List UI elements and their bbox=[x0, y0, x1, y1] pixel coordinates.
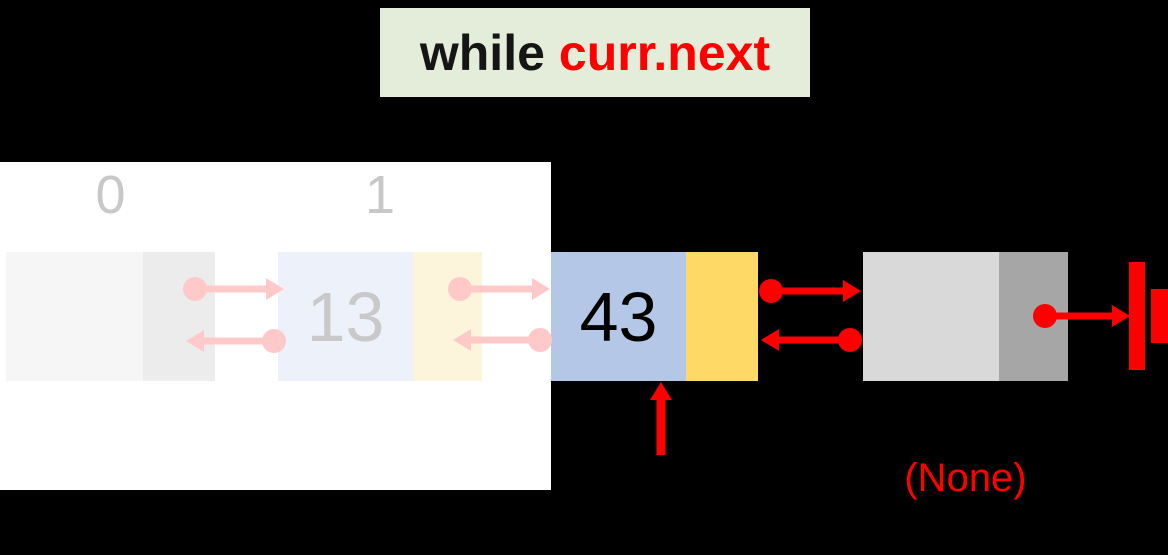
node-0-value-cell bbox=[6, 252, 143, 381]
title-expression: curr.next bbox=[558, 24, 771, 81]
node-2-pointer-cell bbox=[686, 252, 758, 381]
node-2-value-cell: 43 bbox=[551, 252, 686, 381]
node-1-value: 13 bbox=[306, 277, 385, 356]
arrowhead-up-icon bbox=[650, 382, 672, 400]
arrow-next-prev bbox=[761, 328, 862, 352]
arrow-curr-next bbox=[759, 279, 861, 303]
title-keyword: while bbox=[419, 24, 545, 81]
node-1-pointer-cell bbox=[413, 252, 482, 381]
pointer-origin-dot bbox=[838, 328, 862, 352]
arrowhead-right-icon bbox=[843, 280, 861, 302]
curr-up-arrow-icon bbox=[650, 382, 672, 455]
node-3-pointer-cell bbox=[999, 252, 1068, 381]
node-3-value-cell bbox=[863, 252, 999, 381]
node-2-value: 43 bbox=[579, 277, 658, 356]
pointer-origin-dot bbox=[759, 279, 783, 303]
index-label-1: 1 bbox=[364, 165, 396, 225]
index-label-0: 0 bbox=[95, 165, 126, 225]
node-0-pointer-cell bbox=[143, 252, 215, 381]
none-pointer-label: (None) bbox=[904, 456, 1027, 500]
arrowhead-right-icon bbox=[1112, 305, 1130, 327]
title-code-box: while curr.next bbox=[380, 8, 810, 97]
node-1-value-cell: 13 bbox=[278, 252, 413, 381]
arrowhead-left-icon bbox=[761, 329, 779, 351]
null-terminator-icon bbox=[1129, 262, 1168, 370]
